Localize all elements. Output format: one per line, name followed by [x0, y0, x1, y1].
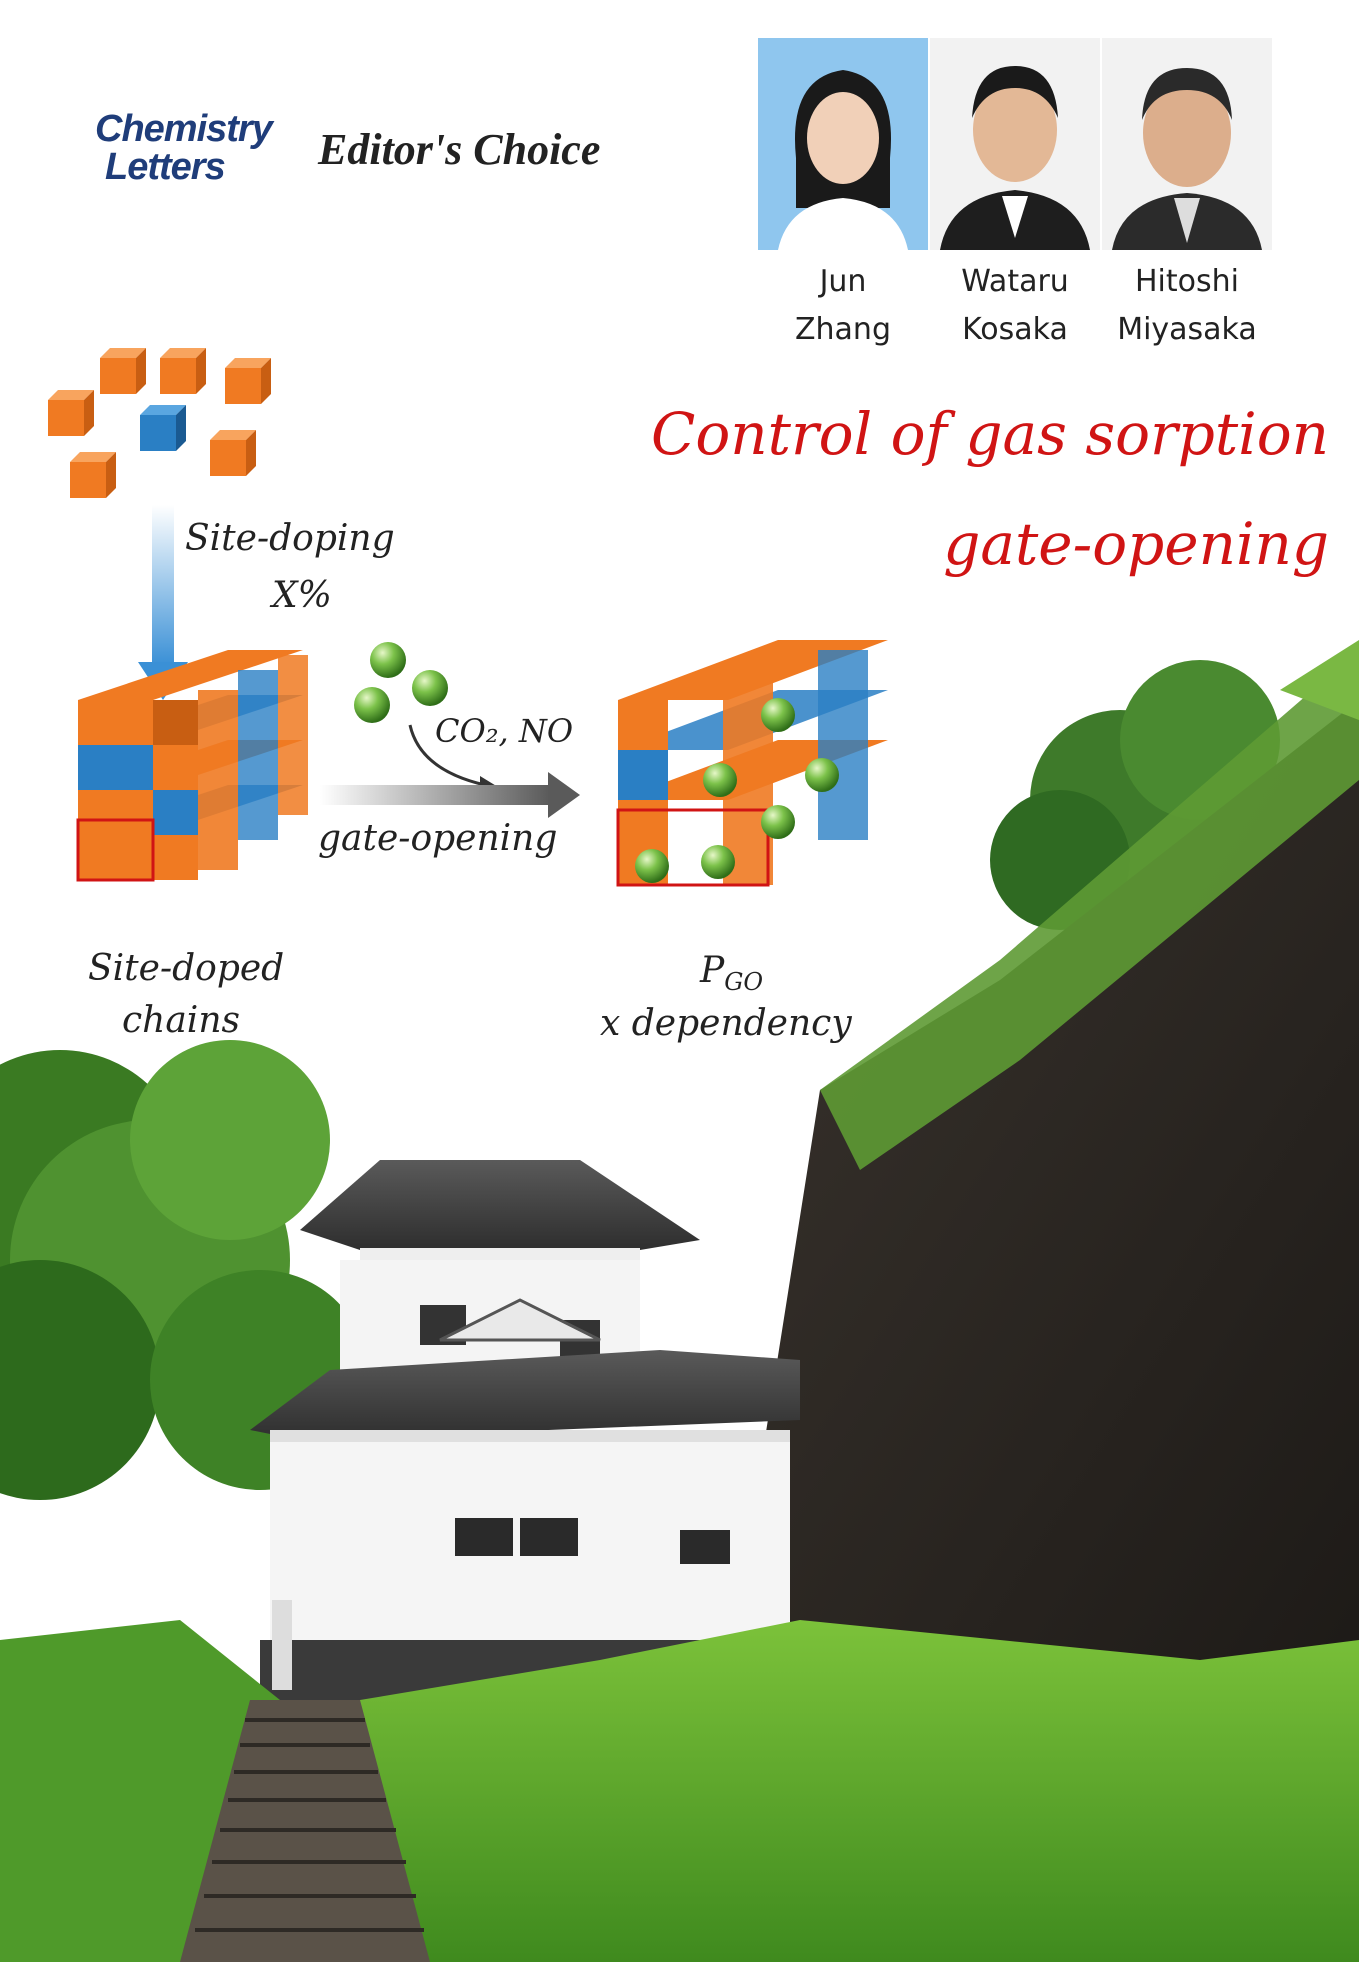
castle-turret [250, 1160, 800, 1700]
left-caption-line1: Site-doped [88, 948, 285, 989]
author-name-miyasaka: Hitoshi Miyasaka [1117, 264, 1257, 347]
gas-arrow [408, 724, 486, 787]
gas-molecules [354, 642, 448, 723]
scattered-cubes [48, 348, 271, 498]
journal-name-line2: Letters [105, 146, 226, 188]
gate-opened-chains [616, 640, 888, 887]
journal-name-line1: Chemistry [95, 108, 273, 150]
title-line1: Control of gas sorption [651, 400, 1329, 468]
percent-label: X% [272, 575, 332, 616]
site-doping-label: Site-doping [185, 518, 395, 559]
gate-opening-label: gate-opening [318, 818, 558, 859]
right-caption-line2: x dependency [600, 1003, 852, 1044]
ivy [820, 650, 1359, 1170]
right-caption-pgo: PGO [700, 950, 763, 996]
pgo-symbol: P [700, 950, 725, 991]
author-name-kosaka: Wataru Kosaka [961, 264, 1069, 347]
pgo-subscript: GO [724, 968, 764, 997]
title-line2: gate-opening [943, 510, 1329, 578]
stone-wall [730, 700, 1359, 1700]
author-photo-miyasaka [1102, 38, 1272, 250]
section-title: Editor's Choice [318, 125, 601, 174]
gas-label: CO₂, NO [435, 712, 574, 750]
author-name-zhang: Jun Zhang [794, 264, 891, 347]
grass-slope [330, 1620, 1359, 1962]
stone-stairs [180, 1700, 430, 1962]
author-photo-kosaka [930, 38, 1100, 250]
gate-opening-arrow [320, 772, 580, 818]
journal-logo: Chemistry Letters [95, 108, 300, 188]
left-caption-line2: chains [122, 1000, 240, 1041]
author-photo-zhang [758, 38, 928, 250]
site-doped-chains [76, 650, 308, 882]
